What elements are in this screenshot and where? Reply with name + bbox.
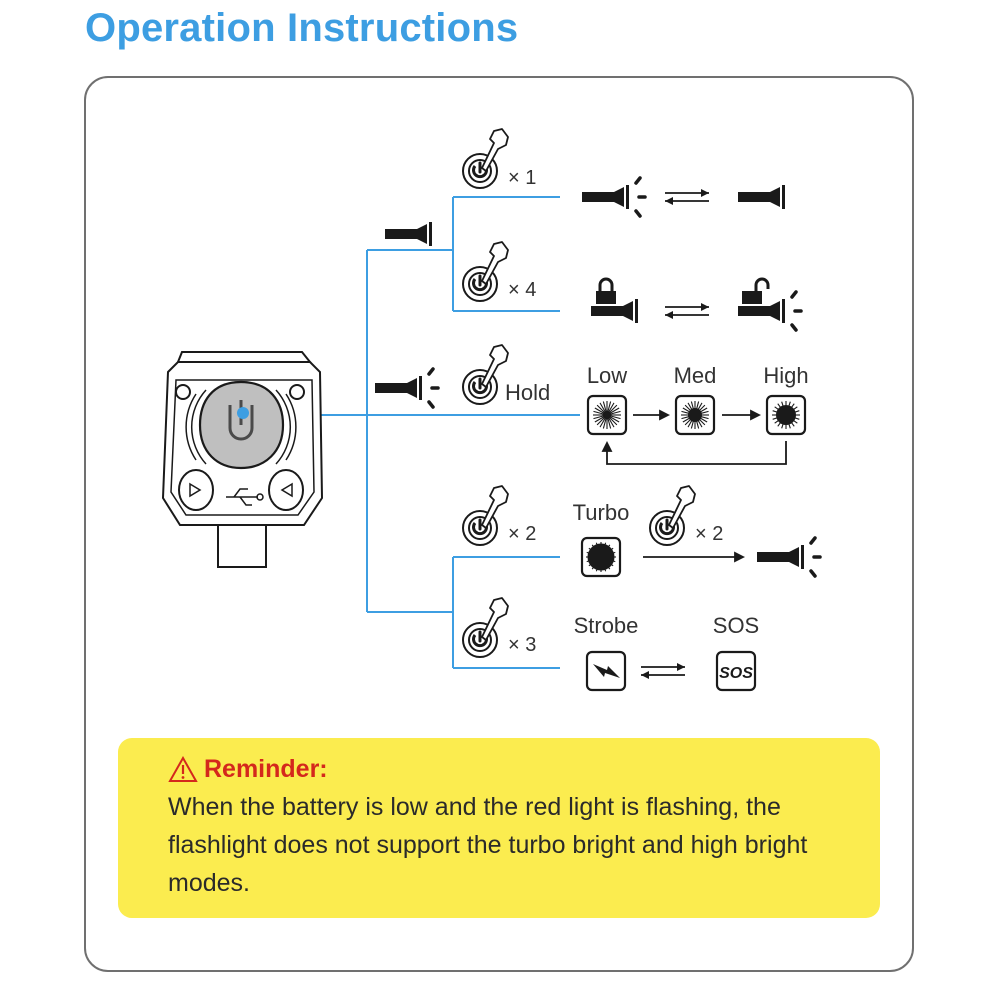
- press-count-x1: × 1: [508, 167, 536, 189]
- toggle-arrows-icon: [640, 662, 686, 680]
- tap-button-icon: [461, 596, 510, 659]
- strobe-mode-icon: [585, 650, 627, 692]
- flashlight-on-icon: [757, 538, 820, 576]
- brightness-modes: [586, 394, 807, 436]
- reminder-header: Reminder:: [168, 754, 880, 784]
- button-indicator-dot: [237, 407, 249, 419]
- mode-label-low: Low: [587, 363, 627, 388]
- flashlight-on-icon: [582, 178, 645, 216]
- reminder-box: Reminder: When the battery is low and th…: [118, 738, 880, 918]
- turbo-mode-icon: [580, 536, 622, 578]
- tap-button-icon: [461, 127, 510, 190]
- tap-button-icon: [461, 484, 510, 547]
- high-mode-icon: [765, 394, 807, 436]
- turbo-exit-arrow: [643, 551, 746, 563]
- warning-icon: [168, 755, 198, 782]
- mode-label-turbo: Turbo: [573, 500, 630, 525]
- page-title: Operation Instructions: [85, 6, 519, 50]
- mode-cycle-arrows: [601, 409, 787, 465]
- mode-label-strobe: Strobe: [574, 613, 639, 638]
- unlock-icon: [740, 277, 770, 306]
- toggle-arrows-icon: [664, 302, 710, 320]
- lock-icon: [594, 277, 618, 306]
- sos-text: SOS: [719, 665, 753, 682]
- tap-button-icon: [461, 343, 510, 406]
- instructions-card: [84, 76, 914, 972]
- press-count-x2: × 2: [508, 523, 536, 545]
- mode-label-med: Med: [674, 363, 717, 388]
- tap-button-icon: [461, 240, 510, 303]
- mode-label-sos: SOS: [713, 613, 759, 638]
- turbo-glyph: [580, 536, 622, 578]
- reminder-title: Reminder:: [204, 755, 328, 783]
- usb-icon: [226, 488, 264, 506]
- tap-button-icon: [648, 484, 697, 547]
- toggle-arrows-icon: [664, 188, 710, 206]
- flashlight-device-icon: [161, 351, 324, 568]
- sos-mode-icon: SOS: [715, 650, 757, 692]
- flashlight-on-icon: [375, 369, 438, 407]
- press-count-x2-exit: × 2: [695, 523, 723, 545]
- press-count-x4: × 4: [508, 279, 536, 301]
- med-mode-icon: [674, 394, 716, 436]
- low-mode-icon: [586, 394, 628, 436]
- mode-label-high: High: [763, 363, 808, 388]
- flashlight-off-icon: [738, 185, 785, 209]
- press-count-x3: × 3: [508, 634, 536, 656]
- flashlight-off-icon: [385, 222, 432, 246]
- reminder-text: When the battery is low and the red ligh…: [168, 793, 808, 897]
- hold-label: Hold: [505, 380, 550, 405]
